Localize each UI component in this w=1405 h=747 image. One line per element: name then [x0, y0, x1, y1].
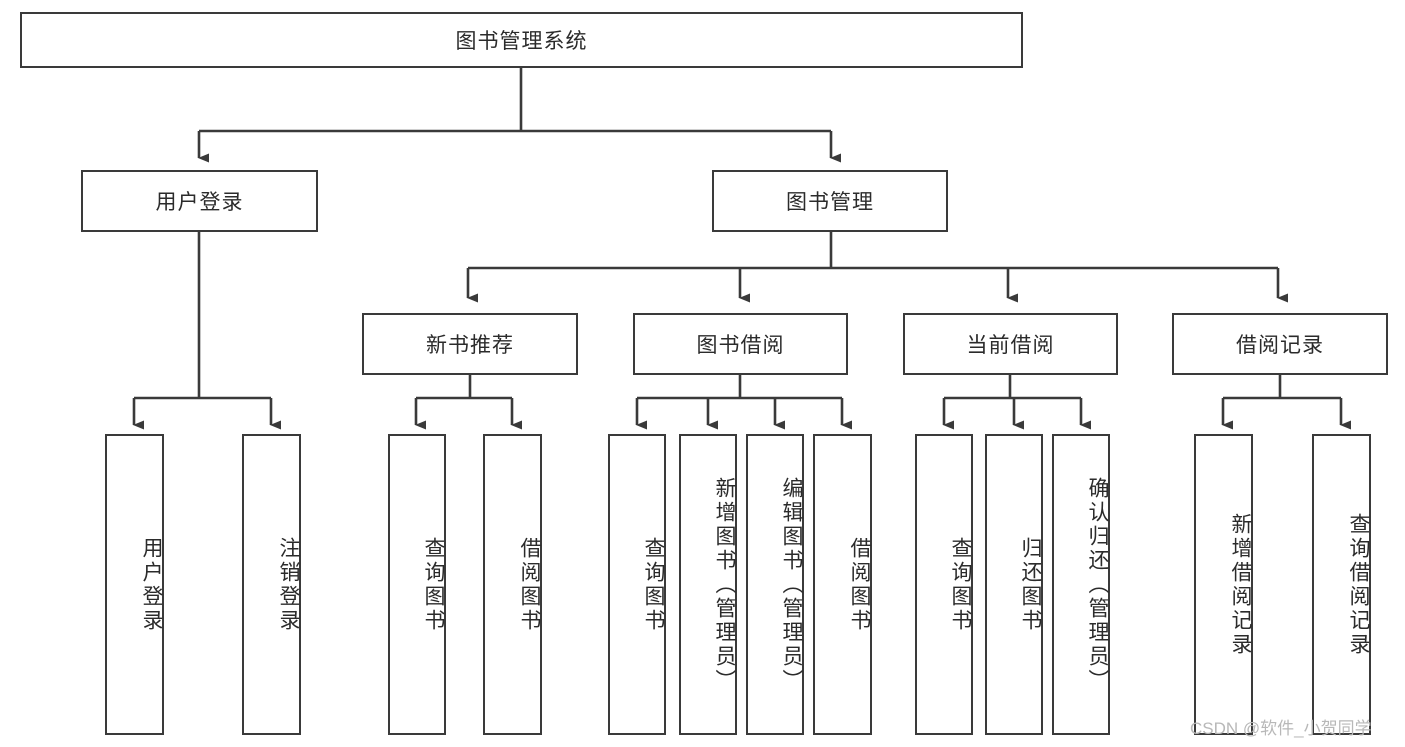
leaf-borrow-borrow-book[interactable]: 借阅图书	[813, 434, 872, 735]
node-book-borrow[interactable]: 图书借阅	[633, 313, 848, 375]
node-label: 查询图书	[949, 536, 972, 633]
leaf-current-confirm-return[interactable]: 确认归还（管理员）	[1052, 434, 1110, 735]
node-label: 查询图书	[642, 536, 665, 633]
node-label: 编辑图书（管理员）	[780, 476, 803, 693]
node-label: 注销登录	[277, 536, 300, 633]
node-user-login[interactable]: 用户登录	[81, 170, 318, 232]
node-label: 确认归还（管理员）	[1086, 476, 1109, 693]
node-borrow-record[interactable]: 借阅记录	[1172, 313, 1388, 375]
node-label: 图书管理系统	[455, 30, 588, 53]
node-label: 查询图书	[422, 536, 445, 633]
csdn-watermark: CSDN @软件_小贺同学	[1190, 719, 1372, 738]
node-label: 新书推荐	[426, 334, 514, 357]
node-label: 借阅图书	[518, 536, 541, 633]
node-label: 借阅图书	[848, 536, 871, 633]
leaf-new-book-query[interactable]: 查询图书	[388, 434, 446, 735]
node-label: 借阅记录	[1236, 334, 1324, 357]
leaf-record-add-record[interactable]: 新增借阅记录	[1194, 434, 1253, 735]
node-label: 查询借阅记录	[1347, 512, 1370, 657]
leaf-borrow-add-book[interactable]: 新增图书（管理员）	[679, 434, 737, 735]
node-label: 归还图书	[1019, 536, 1042, 633]
node-book-management-system[interactable]: 图书管理系统	[20, 12, 1023, 68]
node-label: 用户登录	[155, 191, 244, 214]
node-label: 新增借阅记录	[1229, 512, 1252, 657]
leaf-user-login-login[interactable]: 用户登录	[105, 434, 164, 735]
leaf-borrow-edit-book[interactable]: 编辑图书（管理员）	[746, 434, 804, 735]
node-book-management[interactable]: 图书管理	[712, 170, 948, 232]
leaf-current-return-book[interactable]: 归还图书	[985, 434, 1043, 735]
node-label: 用户登录	[140, 536, 163, 633]
node-current-borrow[interactable]: 当前借阅	[903, 313, 1118, 375]
leaf-record-query-record[interactable]: 查询借阅记录	[1312, 434, 1371, 735]
leaf-current-query-book[interactable]: 查询图书	[915, 434, 973, 735]
leaf-new-book-borrow[interactable]: 借阅图书	[483, 434, 542, 735]
node-label: 图书管理	[786, 191, 874, 214]
leaf-borrow-query-book[interactable]: 查询图书	[608, 434, 666, 735]
leaf-user-login-logout[interactable]: 注销登录	[242, 434, 301, 735]
node-label: 当前借阅	[966, 334, 1055, 357]
node-label: 新增图书（管理员）	[713, 476, 736, 693]
node-label: 图书借阅	[696, 334, 785, 357]
node-new-book-recommend[interactable]: 新书推荐	[362, 313, 578, 375]
